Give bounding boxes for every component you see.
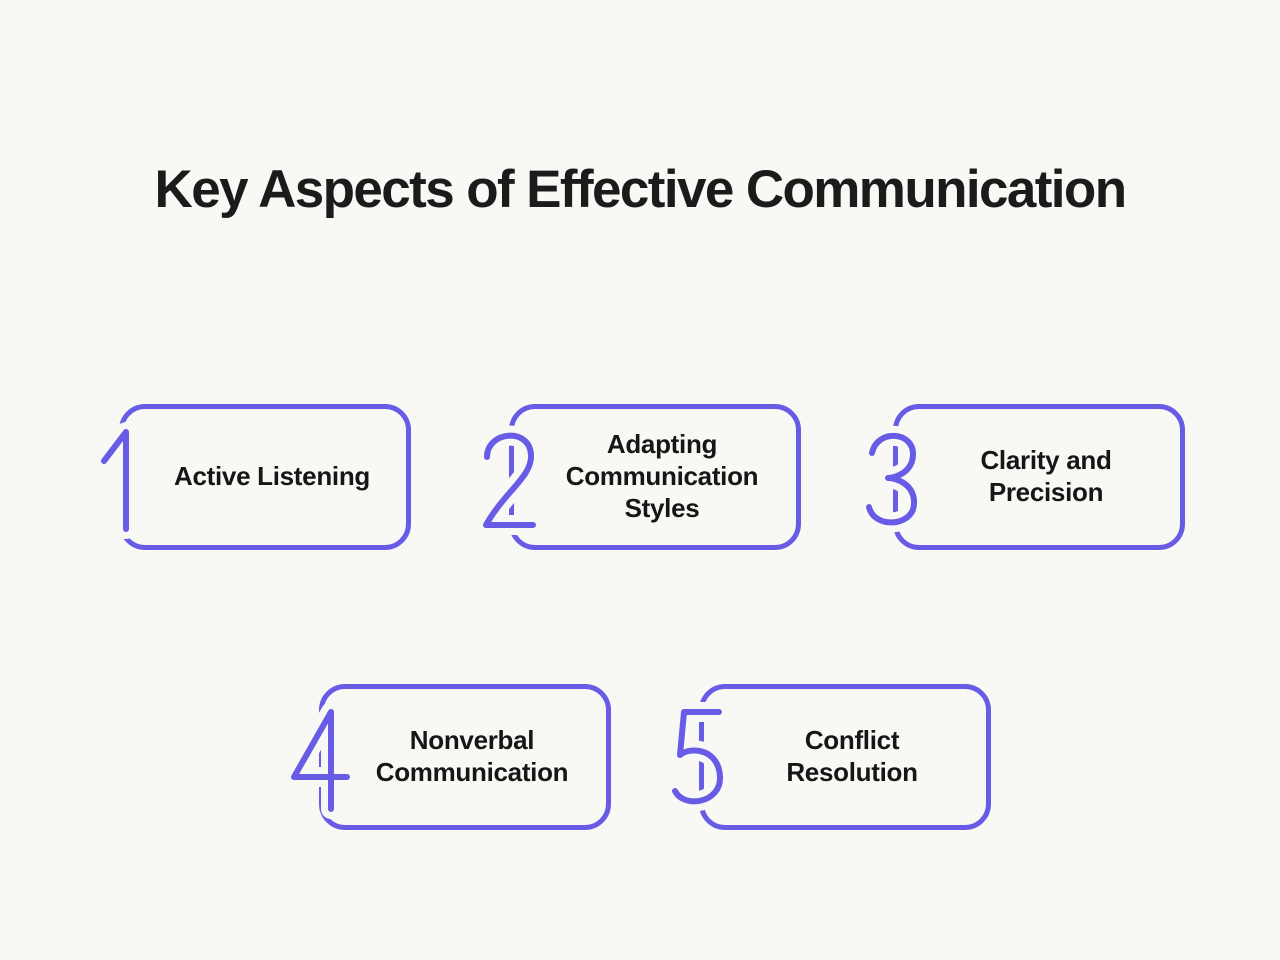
step-card-clarity-and-precision: Clarity and Precision [859,404,1185,550]
step-card-active-listening: Active Listening [94,404,411,550]
step-card-nonverbal-communication: Nonverbal Communication [284,684,611,830]
step-label: Conflict Resolution [786,725,918,787]
step-number-5-icon [665,702,730,812]
step-label: Nonverbal Communication [375,725,569,787]
step-card-adapting-communication-styles: Adapting Communication Styles [476,404,801,550]
step-card-conflict-resolution: Conflict Resolution [665,684,991,830]
page-title: Key Aspects of Effective Communication [154,159,1128,219]
step-label: Clarity and Precision [980,445,1112,507]
step-number-3-icon [859,425,924,533]
step-label: Active Listening [173,461,370,492]
step-label: Adapting Communication Styles [565,429,759,523]
